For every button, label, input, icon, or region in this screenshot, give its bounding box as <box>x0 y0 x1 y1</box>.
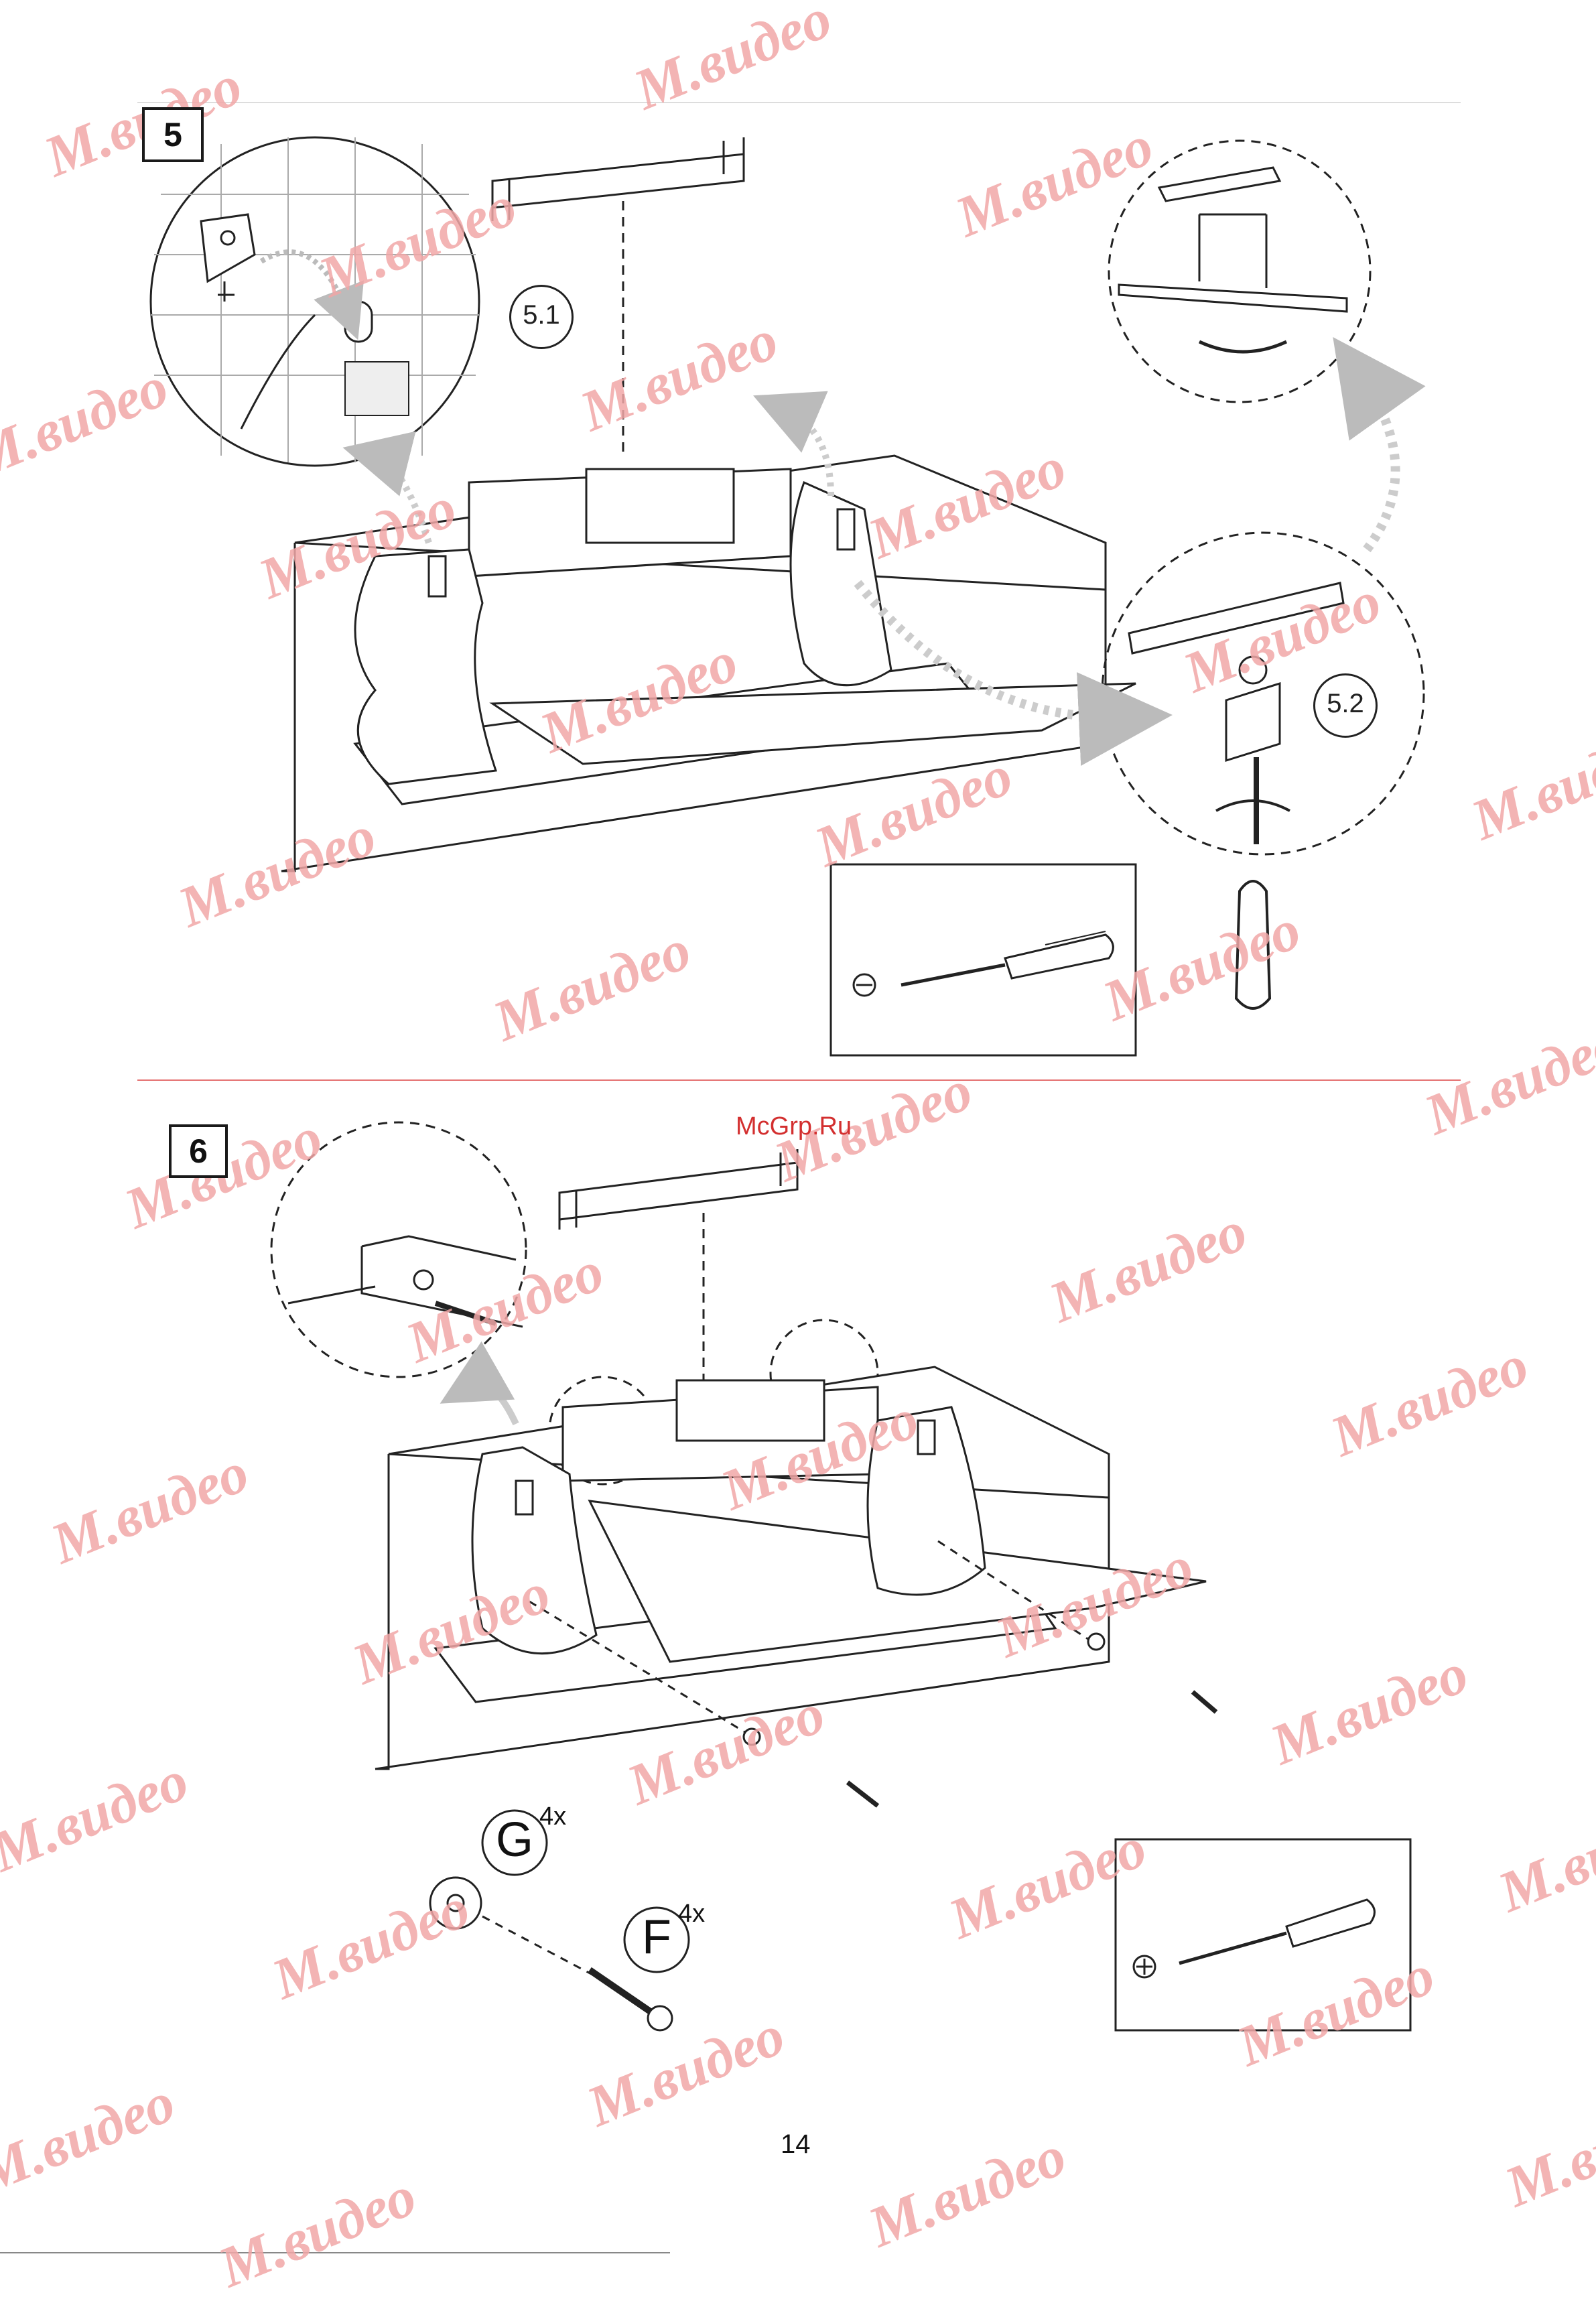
wall-bracket-5 <box>491 137 745 456</box>
screw-icon <box>588 1967 655 2017</box>
detail-circle-5-1 <box>149 136 480 467</box>
substep-label-5-2: 5.2 <box>1327 689 1364 718</box>
substep-5-1-circle <box>509 285 574 349</box>
washer-icon <box>429 1876 482 1930</box>
level-tool-top <box>1118 166 1348 354</box>
step-5-illustration <box>149 136 1426 1057</box>
site-label: McGrp.Ru <box>736 1112 852 1140</box>
substep-label-5-1: 5.1 <box>523 300 560 330</box>
hardware-callouts <box>429 1809 690 2032</box>
step-6-illustration <box>270 1121 1412 2032</box>
hardware-letter-f: F <box>642 1910 671 1964</box>
curved-arrow-to-5-2 <box>854 580 1173 766</box>
substep-5-2-circle <box>1313 673 1378 738</box>
detail-bracket-6 <box>287 1235 523 1328</box>
hood-body-5 <box>281 454 1136 872</box>
curved-arrow-right <box>1333 337 1426 553</box>
hardware-qty-g: 4x <box>539 1802 567 1831</box>
wall-bracket-6 <box>558 1149 799 1387</box>
flathead-screwdriver-icon <box>852 931 1114 997</box>
hardware-letter-g: G <box>495 1813 533 1867</box>
detail-circle-level-top <box>1108 139 1372 403</box>
curved-arrow-6 <box>440 1341 519 1426</box>
phillips-screwdriver-icon <box>1132 1898 1376 1979</box>
step-number-5: 5 <box>142 107 204 162</box>
hood-body-6 <box>375 1366 1218 1808</box>
curved-arrow-mid <box>753 391 834 497</box>
curved-arrow-left <box>342 431 432 544</box>
detail-circle-6 <box>270 1121 527 1378</box>
step-number-6: 6 <box>169 1124 228 1178</box>
page-number: 14 <box>781 2129 811 2159</box>
hardware-qty-f: 4x <box>678 1900 706 1928</box>
level-and-bracket-5-2 <box>1128 582 1345 1010</box>
tool-box-6 <box>1114 1838 1412 2032</box>
